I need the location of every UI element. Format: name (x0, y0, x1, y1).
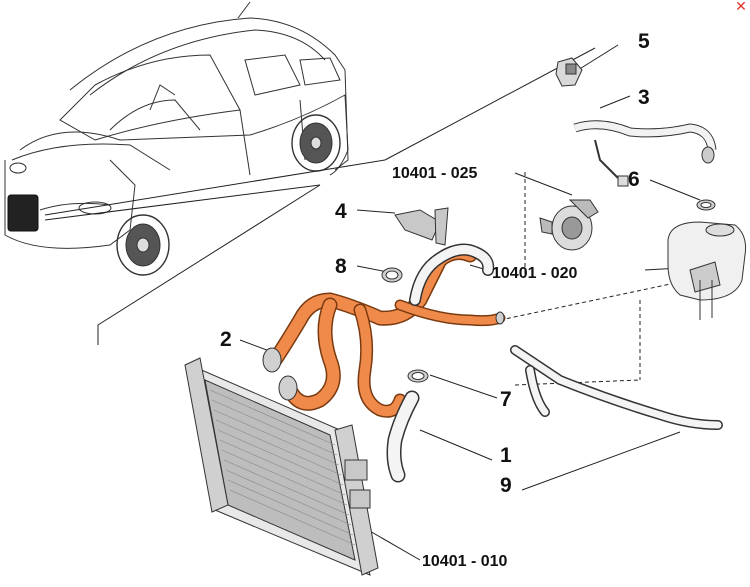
part-6-clamp (696, 199, 716, 211)
callout-6: 6 (628, 168, 640, 191)
callout-10401-020: 10401 - 020 (492, 265, 578, 282)
expansion-tank (667, 221, 746, 320)
grille (7, 194, 39, 232)
callout-labels: 5 3 10401 - 025 6 4 8 10401 - 020 2 7 1 … (220, 30, 650, 570)
callout-3: 3 (638, 86, 650, 109)
part-9-hose (510, 345, 723, 430)
water-pump (539, 199, 599, 251)
callout-2: 2 (220, 328, 232, 351)
callout-5: 5 (638, 30, 650, 53)
close-icon[interactable]: ✕ (735, 0, 747, 15)
front-wheel (116, 214, 170, 276)
part-8-clamp (381, 267, 403, 283)
radiator (184, 357, 379, 576)
rear-wheel (291, 114, 341, 172)
callout-10401-025: 10401 - 025 (392, 165, 478, 182)
car-illustration (4, 1, 349, 276)
part-1-hose (386, 390, 420, 483)
callout-10401-010: 10401 - 010 (422, 553, 508, 570)
callout-9: 9 (500, 474, 512, 497)
part-3-pipe (573, 120, 717, 187)
leader-lines (44, 44, 701, 561)
part-5-sensor (555, 57, 583, 87)
upper-hose (409, 243, 495, 306)
part-4-bracket (394, 207, 449, 246)
callout-7: 7 (500, 388, 512, 411)
callout-1: 1 (500, 444, 512, 467)
part-7-clamp (407, 369, 429, 383)
callout-4: 4 (335, 200, 347, 223)
callout-8: 8 (335, 255, 347, 278)
